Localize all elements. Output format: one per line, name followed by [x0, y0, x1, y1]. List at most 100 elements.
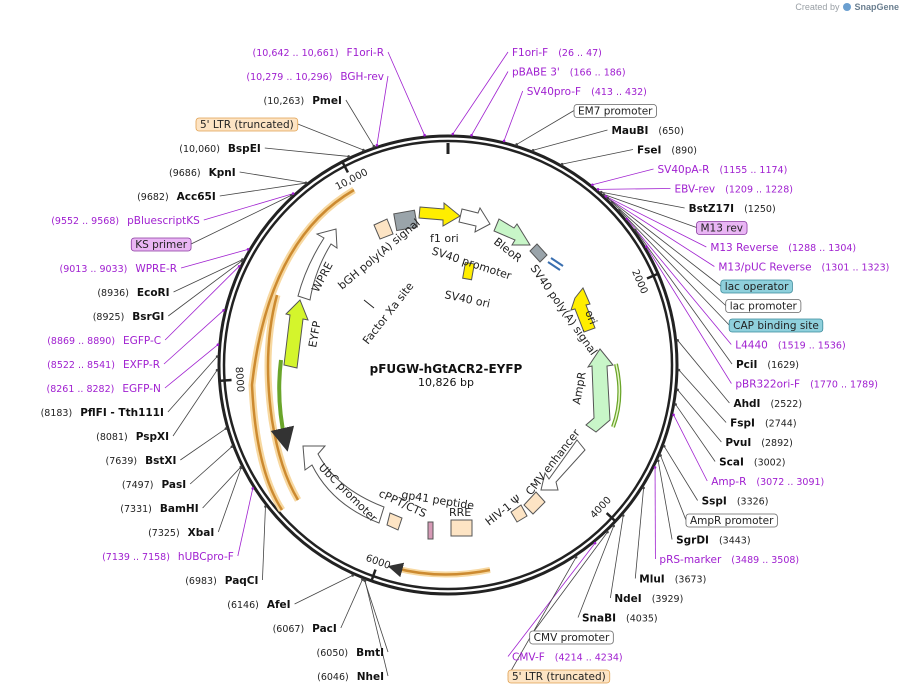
site-coords: (3072 .. 3091)	[756, 477, 824, 488]
site-name-box	[728, 318, 824, 333]
ampr-green-arc-glow	[612, 363, 621, 428]
leader-line	[626, 218, 732, 345]
site-coords: (6067)	[273, 624, 305, 635]
site-coords: (6146)	[227, 600, 259, 611]
site-coords: (8869 .. 8890)	[47, 336, 115, 347]
leader-line	[507, 557, 577, 677]
site-dot	[222, 309, 225, 312]
leader-line	[387, 51, 425, 136]
site-coords: (2522)	[770, 399, 802, 410]
site-label-enzyme: PspXI(8081)	[96, 431, 169, 443]
site-name: PciI	[736, 359, 757, 371]
site-label-primer: Amp-R(3072 .. 3091)	[711, 476, 824, 488]
tick-mark	[605, 512, 616, 522]
site-coords: (8522 .. 8541)	[47, 360, 115, 371]
site-label-promoter: AmpR promoter	[685, 513, 778, 528]
site-label-primer: EGFP-N(8261 .. 8282)	[47, 383, 161, 395]
site-name: BamHI	[160, 503, 199, 515]
site-coords: (7325)	[148, 528, 180, 539]
feature-rre: RRE	[449, 506, 471, 519]
site-name-box	[529, 630, 614, 645]
site-coords: (8183)	[41, 408, 73, 419]
site-coords: (1629)	[767, 360, 799, 371]
site-label-enzyme: PacI(6067)	[273, 623, 337, 635]
site-name: pBR322ori-F	[735, 379, 800, 391]
site-name: ScaI	[719, 457, 744, 469]
site-name: KS primer	[135, 239, 187, 251]
leader-line	[173, 259, 243, 293]
leader-line	[164, 266, 240, 341]
site-coords: (2892)	[761, 438, 793, 449]
site-dot	[375, 143, 379, 147]
site-name: SV40pro-F	[527, 86, 581, 98]
site-dot	[602, 193, 606, 196]
site-label-enzyme: NdeI (3929)	[614, 593, 683, 605]
site-name-box	[685, 513, 778, 528]
ori-arrow	[570, 287, 596, 333]
sv40-promoter-arrow	[458, 206, 491, 233]
lac-operator-stripes	[547, 257, 564, 271]
site-coords: (26 .. 47)	[558, 48, 602, 59]
site-name: pBABE 3'	[512, 67, 560, 79]
site-name: pBluescriptKS	[127, 215, 200, 227]
snapgene-credit: Created by SnapGene	[795, 2, 899, 12]
site-label-primer: L4440(1519 .. 1536)	[735, 340, 845, 352]
site-label-enzyme: BmtI(6050)	[317, 647, 384, 659]
site-label-primer_box: KS primer	[130, 237, 192, 252]
site-coords: (6046)	[317, 672, 349, 683]
leader-line	[677, 389, 722, 443]
site-name: PasI	[161, 479, 186, 491]
site-dot	[304, 181, 307, 185]
site-label-promoter: EM7 promoter	[573, 104, 657, 118]
site-coords: (3929)	[652, 594, 684, 605]
site-dot	[633, 228, 637, 232]
site-name: SnaBI	[582, 613, 616, 625]
feature-eyfp: EYFP	[306, 320, 323, 349]
site-name: FspI	[730, 418, 755, 430]
site-label-enzyme: BstXI(7639)	[105, 455, 176, 467]
site-name-box	[195, 117, 299, 132]
leader-line	[634, 487, 644, 579]
leader-line	[180, 248, 249, 269]
site-coords: (3002)	[754, 458, 786, 469]
hiv-psi-box	[510, 504, 528, 523]
site-label-enzyme: SnaBI(4035)	[582, 613, 658, 625]
leader-line	[219, 182, 306, 197]
site-name: CAP binding site	[733, 320, 819, 332]
site-coords: (9686)	[169, 168, 201, 179]
site-dot	[240, 259, 244, 263]
site-coords: (10,060)	[179, 144, 220, 155]
site-dot	[676, 339, 679, 342]
leader-line	[203, 193, 294, 221]
bottom-orange-arc	[387, 562, 491, 578]
site-coords: (1209 .. 1228)	[725, 185, 793, 196]
site-coords: (1519 .. 1536)	[778, 341, 846, 352]
leader-line	[619, 209, 730, 326]
site-name: lac promoter	[730, 301, 798, 313]
site-name: WPRE-R	[135, 263, 177, 275]
site-label-enzyme: Acc65I(9682)	[137, 191, 216, 203]
site-dot	[606, 530, 609, 534]
site-label-enzyme: PflFI - Tth111I(8183)	[41, 407, 164, 419]
feature-ubc-promoter: UbC promoter	[316, 461, 380, 525]
site-label-enzyme: AfeI(6146)	[227, 599, 290, 611]
site-name-box	[725, 299, 802, 313]
site-dot	[224, 427, 228, 430]
site-dot	[470, 133, 473, 137]
bleor-arrow	[493, 218, 531, 246]
site-label-primer_box: M13 rev	[696, 221, 748, 235]
site-dot	[662, 444, 666, 448]
site-name: NdeI	[614, 593, 641, 605]
site-coords: (1301 .. 1323)	[822, 263, 890, 274]
site-name: 5' LTR (truncated)	[200, 119, 294, 131]
site-coords: (8936)	[97, 288, 129, 299]
site-dot	[215, 355, 219, 358]
leader-line	[634, 229, 733, 365]
leader-line	[562, 149, 634, 165]
site-label-enzyme: PmeI(10,263)	[264, 95, 342, 107]
site-name: SgrDI	[676, 535, 709, 547]
site-dot	[363, 579, 367, 582]
site-dot	[515, 143, 518, 146]
feature-sv40-ori: SV40 ori	[443, 288, 491, 310]
